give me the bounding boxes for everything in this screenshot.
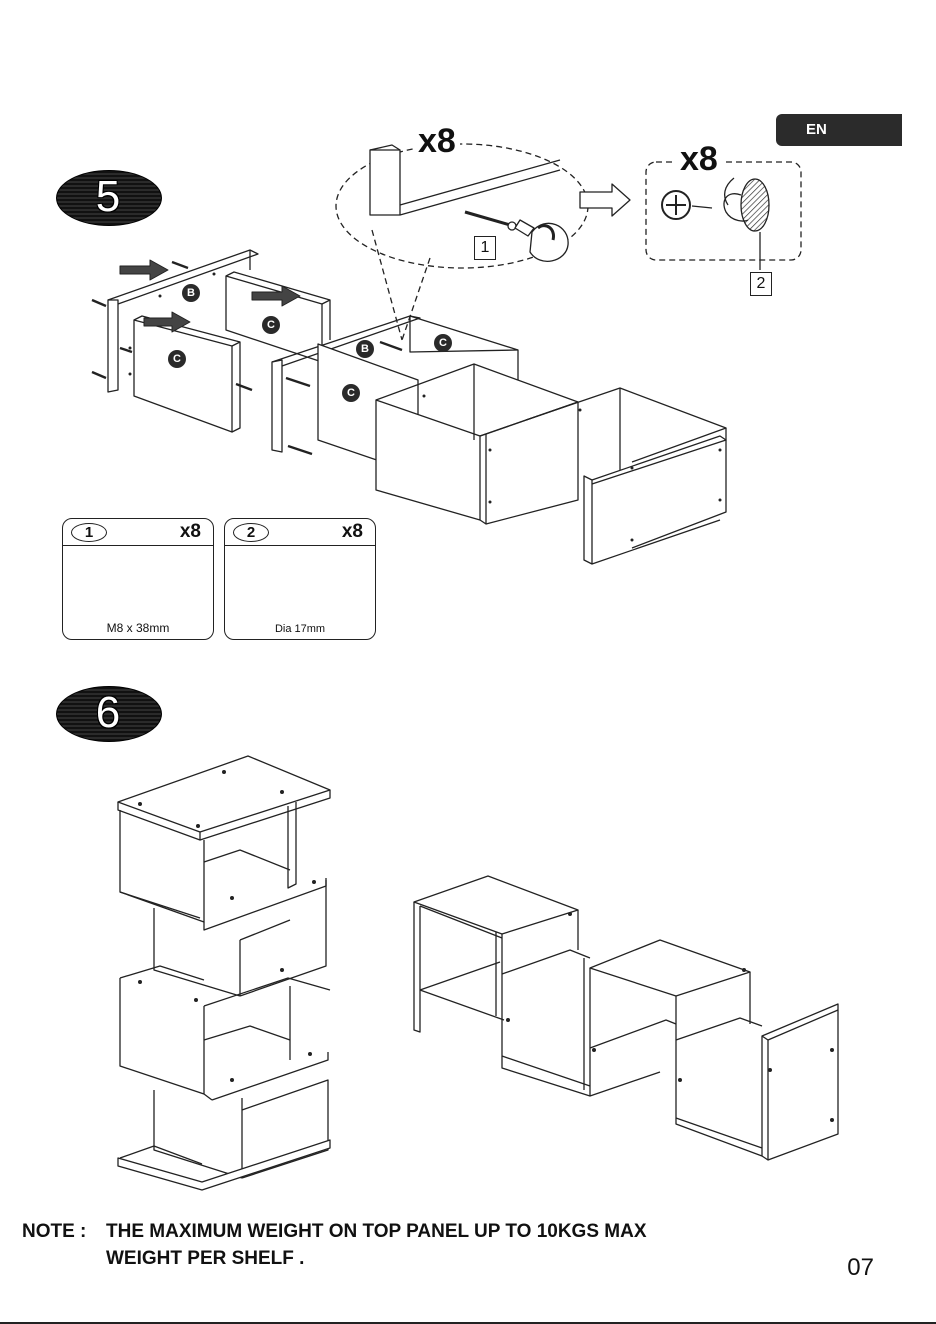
part-size: M8 x 38mm <box>63 621 213 635</box>
part-box-cap: 2 x8 Dia 17mm <box>224 518 376 640</box>
part-box-header: 1 x8 <box>63 519 213 546</box>
panel-letter-c: C <box>342 384 360 402</box>
step-6-vertical-shelf <box>118 756 330 1190</box>
cap-detail-callout <box>646 162 801 270</box>
part-index: 2 <box>233 523 269 542</box>
part-size: Dia 17mm <box>225 623 375 635</box>
weight-note: NOTE :THE MAXIMUM WEIGHT ON TOP PANEL UP… <box>22 1218 647 1245</box>
panel-letter-b: B <box>182 284 200 302</box>
step-6-horizontal-shelf <box>414 876 838 1160</box>
cap-label: 2 <box>750 272 772 296</box>
panel-letter-c: C <box>168 350 186 368</box>
screw-label: 1 <box>474 236 496 260</box>
part-qty: x8 <box>342 521 363 543</box>
part-box-screw: 1 x8 M8 x 38mm <box>62 518 214 640</box>
panel-letter-c: C <box>262 316 280 334</box>
part-qty: x8 <box>180 521 201 543</box>
panel-letter-b: B <box>356 340 374 358</box>
page-number: 07 <box>847 1254 874 1282</box>
panel-letter-c: C <box>434 334 452 352</box>
note-label: NOTE : <box>22 1218 106 1245</box>
part-index: 1 <box>71 523 107 542</box>
screw-detail-qty: x8 <box>414 122 460 161</box>
screw-detail-callout <box>336 144 588 340</box>
note-line-1: THE MAXIMUM WEIGHT ON TOP PANEL UP TO 10… <box>106 1221 647 1242</box>
cap-detail-qty: x8 <box>676 140 722 179</box>
part-box-header: 2 x8 <box>225 519 375 546</box>
note-line-2: WEIGHT PER SHELF . <box>106 1245 304 1272</box>
